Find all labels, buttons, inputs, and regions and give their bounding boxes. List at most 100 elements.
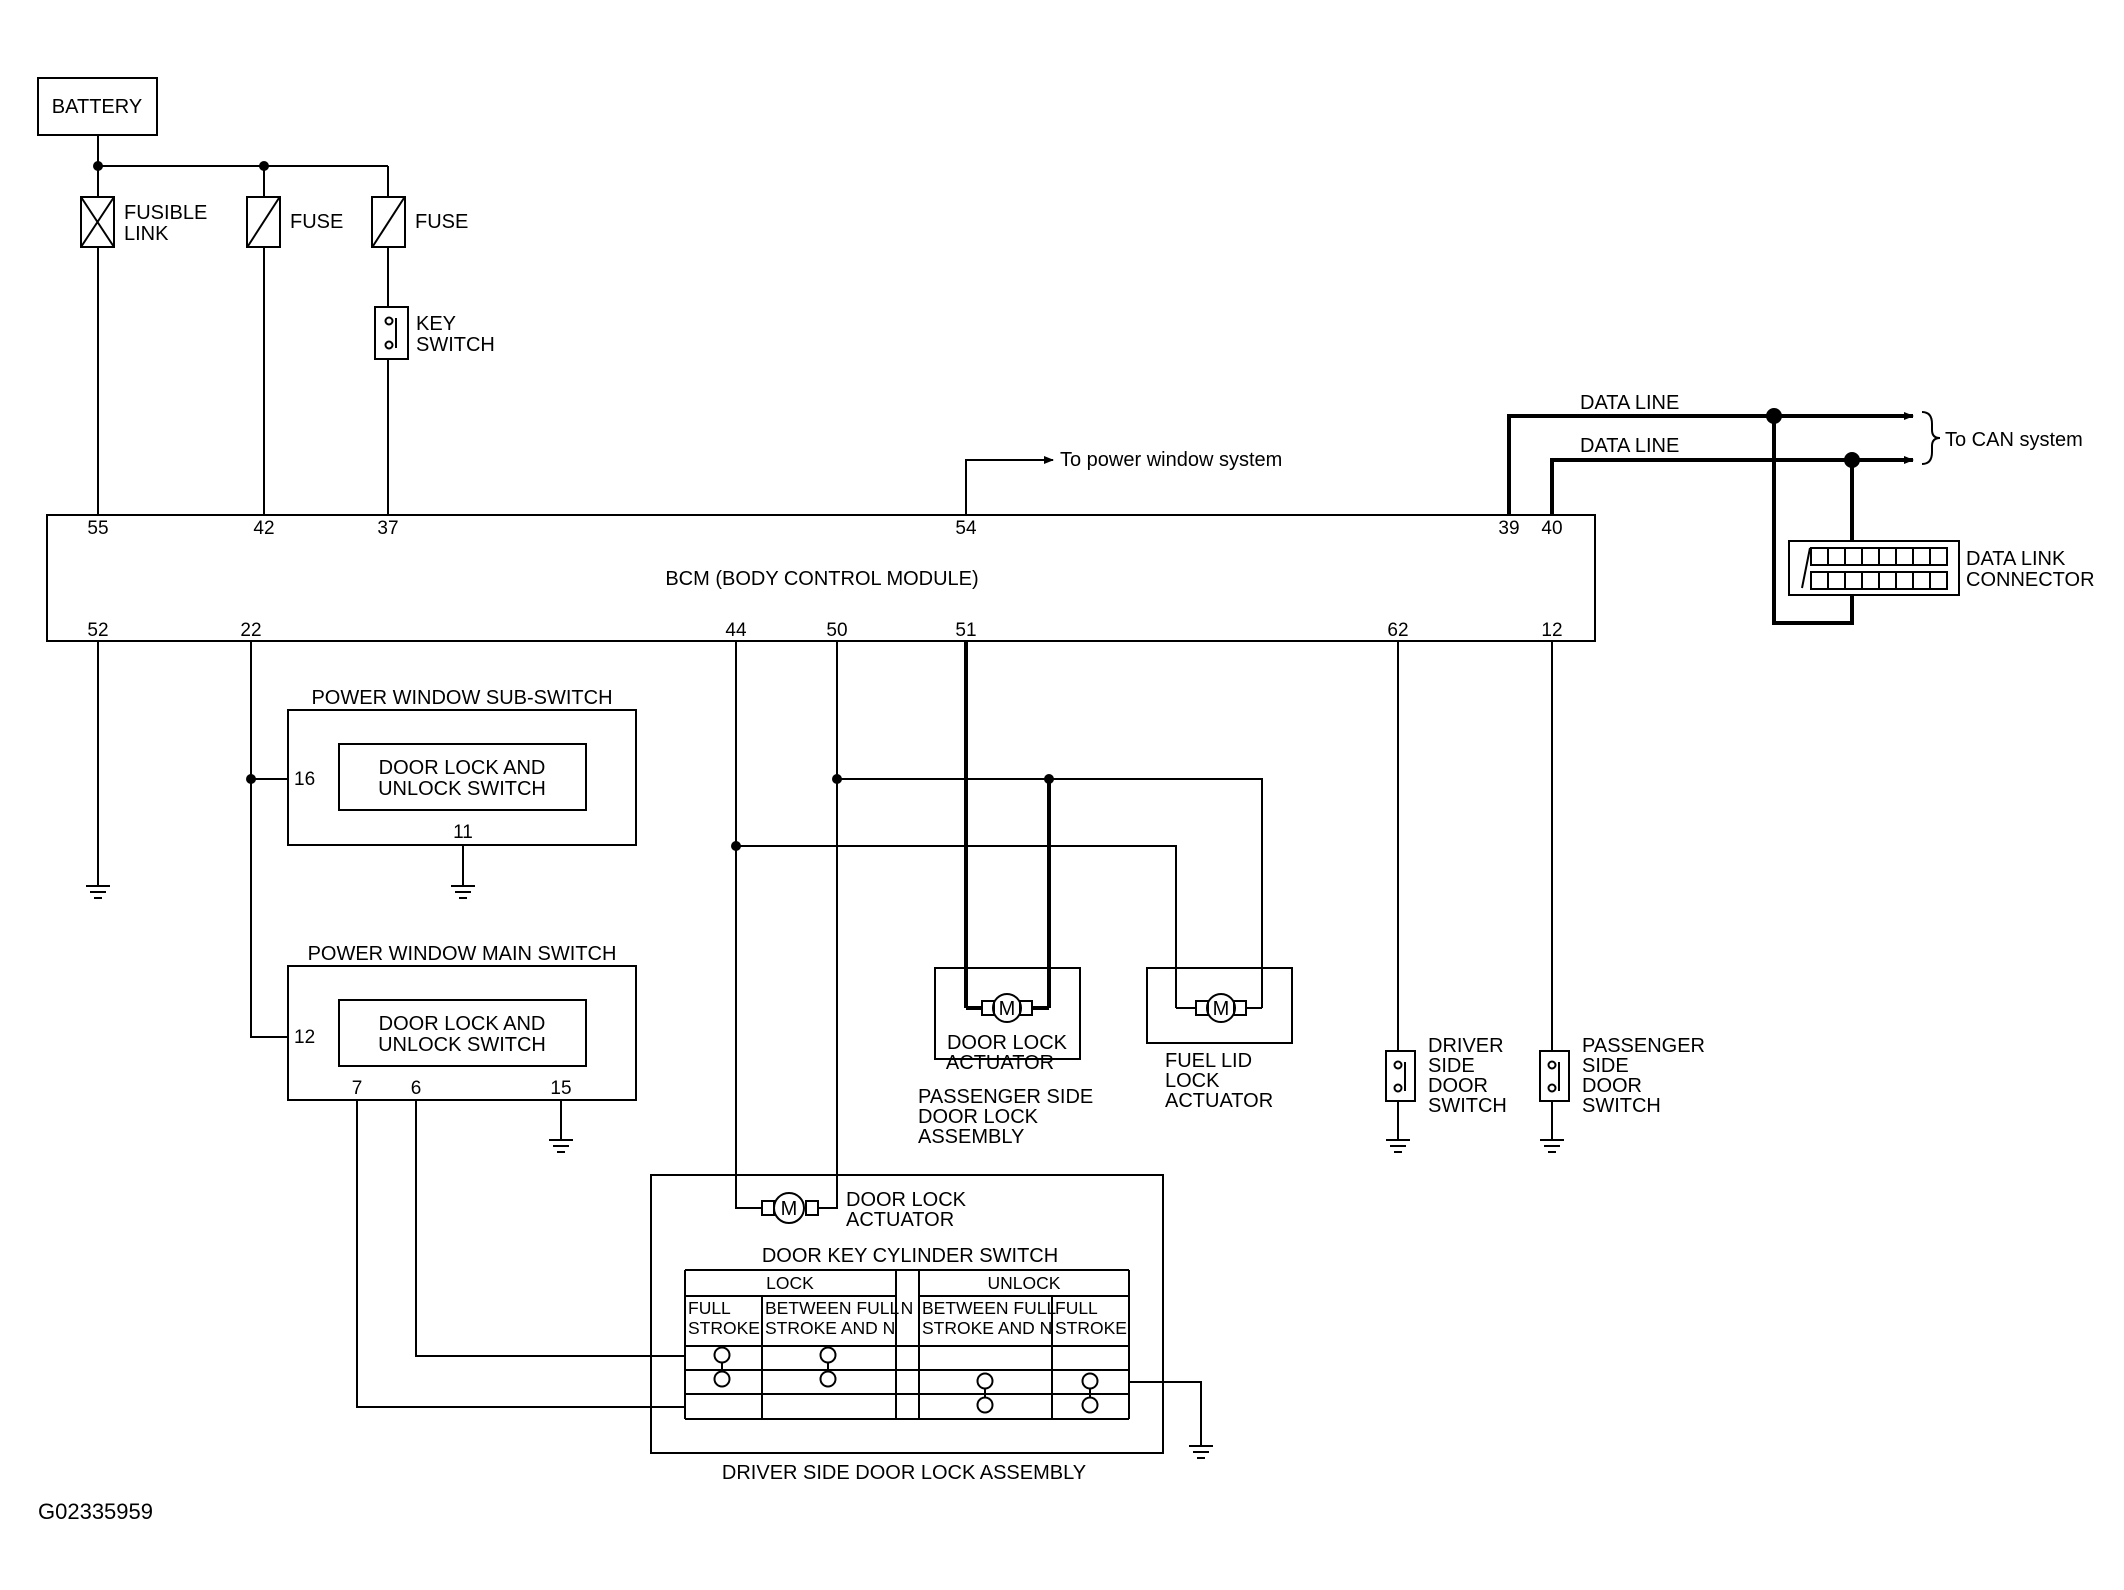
ground-symbol bbox=[86, 885, 110, 899]
fusible-link-label-1: FUSIBLE bbox=[124, 202, 207, 224]
bcm-pin-39: 39 bbox=[1498, 518, 1519, 539]
passenger-door-switch-label-4: SWITCH bbox=[1582, 1095, 1661, 1117]
dlc-label-1: DATA LINK bbox=[1966, 548, 2066, 570]
sub-switch-pin-11: 11 bbox=[453, 822, 473, 843]
sub-switch-inner-2: UNLOCK SWITCH bbox=[378, 778, 546, 800]
ground-symbol bbox=[549, 1139, 573, 1153]
passenger-actuator-label-2: ACTUATOR bbox=[946, 1052, 1054, 1074]
main-switch-inner-1: DOOR LOCK AND bbox=[379, 1013, 546, 1035]
driver-door-switch-label-1: DRIVER bbox=[1428, 1035, 1504, 1057]
key-switch-label-1: KEY bbox=[416, 313, 456, 335]
fusible-link-label-2: LINK bbox=[124, 223, 169, 245]
ground-symbol bbox=[451, 885, 475, 899]
main-switch-pin-7: 7 bbox=[352, 1078, 363, 1099]
unlock-header: UNLOCK bbox=[988, 1273, 1061, 1293]
driver-assembly-title: DRIVER SIDE DOOR LOCK ASSEMBLY bbox=[722, 1462, 1086, 1484]
ground-symbol bbox=[1540, 1139, 1564, 1153]
driver-door-switch-label-4: SWITCH bbox=[1428, 1095, 1507, 1117]
col-4-line-1: FULL bbox=[1055, 1298, 1098, 1318]
driver-door-switch-label-3: DOOR bbox=[1428, 1075, 1488, 1097]
bcm-pin-54: 54 bbox=[955, 518, 977, 539]
motor-symbol: M bbox=[999, 998, 1016, 1020]
col-3-line-2: STROKE AND N bbox=[922, 1318, 1052, 1338]
key-switch: KEY SWITCH bbox=[374, 306, 495, 360]
passenger-door-lock-actuator: M DOOR LOCK ACTUATOR bbox=[934, 967, 1081, 1074]
sub-switch-pin-16: 16 bbox=[294, 769, 315, 790]
key-switch-label-2: SWITCH bbox=[416, 334, 495, 356]
passenger-assembly-label-2: DOOR LOCK bbox=[918, 1106, 1039, 1128]
col-1-line-2: STROKE bbox=[688, 1318, 760, 1338]
col-2-line-2: STROKE AND N bbox=[765, 1318, 895, 1338]
junction bbox=[93, 161, 103, 171]
main-switch-title: POWER WINDOW MAIN SWITCH bbox=[308, 943, 617, 965]
can-brace bbox=[1921, 411, 1941, 465]
lock-header: LOCK bbox=[766, 1273, 814, 1293]
data-line-2-label: DATA LINE bbox=[1580, 435, 1679, 457]
fuel-lid-label-2: LOCK bbox=[1165, 1070, 1220, 1092]
figure-code: G02335959 bbox=[38, 1499, 153, 1524]
supply-bus bbox=[97, 135, 389, 197]
bcm-pin-55: 55 bbox=[87, 518, 108, 539]
dlc-label-2: CONNECTOR bbox=[1966, 569, 2095, 591]
dlc-wire-1 bbox=[1772, 416, 1854, 625]
junction bbox=[832, 774, 842, 784]
junction bbox=[731, 841, 741, 851]
main-switch-pin-12: 12 bbox=[294, 1027, 315, 1048]
wire-main-7 bbox=[356, 1100, 685, 1408]
fuel-lid-label-3: ACTUATOR bbox=[1165, 1090, 1273, 1112]
driver-door-switch-label-2: SIDE bbox=[1428, 1055, 1475, 1077]
fusible-link: FUSIBLE LINK bbox=[80, 196, 207, 248]
bcm-pin-51: 51 bbox=[955, 620, 976, 641]
fuse-2-label: FUSE bbox=[415, 211, 468, 233]
bcm-pin-37: 37 bbox=[377, 518, 398, 539]
can-note: To CAN system bbox=[1945, 429, 2083, 451]
junction bbox=[259, 161, 269, 171]
col-3-line-1: BETWEEN FULL bbox=[922, 1298, 1056, 1318]
motor-symbol: M bbox=[781, 1198, 798, 1220]
bcm-pin-12: 12 bbox=[1541, 620, 1562, 641]
fuel-lid-lock-actuator: M bbox=[1146, 967, 1293, 1044]
key-cylinder-table: LOCK UNLOCK N FULL STROKE BETWEEN FULL S… bbox=[684, 1269, 1130, 1420]
passenger-door-switch-label-2: SIDE bbox=[1582, 1055, 1629, 1077]
bcm: BCM (BODY CONTROL MODULE) 55 42 37 54 39… bbox=[46, 514, 1596, 642]
fuse-2: FUSE bbox=[371, 196, 468, 248]
bcm-pin-40: 40 bbox=[1541, 518, 1562, 539]
bcm-pin-50: 50 bbox=[826, 620, 847, 641]
power-window-main-switch: POWER WINDOW MAIN SWITCH DOOR LOCK AND U… bbox=[287, 943, 637, 1101]
driver-side-door-lock-assembly: DRIVER SIDE DOOR LOCK ASSEMBLY M DOOR LO… bbox=[650, 1174, 1164, 1484]
n-header: N bbox=[901, 1298, 914, 1318]
fuse-1: FUSE bbox=[246, 196, 343, 248]
junction bbox=[246, 774, 256, 784]
driver-actuator-label-1: DOOR LOCK bbox=[846, 1189, 967, 1211]
wire-key-cylinder-ground bbox=[1129, 1381, 1202, 1446]
passenger-door-switch-label-1: PASSENGER bbox=[1582, 1035, 1705, 1057]
bcm-pin-62: 62 bbox=[1387, 620, 1408, 641]
passenger-side-door-switch: PASSENGER SIDE DOOR SWITCH bbox=[1539, 1035, 1705, 1117]
passenger-actuator-label-1: DOOR LOCK bbox=[947, 1032, 1068, 1054]
main-switch-pin-15: 15 bbox=[550, 1078, 571, 1099]
wire-44 bbox=[735, 641, 1177, 1209]
col-1-line-1: FULL bbox=[688, 1298, 731, 1318]
main-switch-pin-6: 6 bbox=[411, 1078, 422, 1099]
battery-label: BATTERY bbox=[52, 96, 142, 118]
wire-main-6 bbox=[415, 1100, 685, 1357]
col-4-line-2: STROKE bbox=[1055, 1318, 1127, 1338]
fuel-lid-label-1: FUEL LID bbox=[1165, 1050, 1252, 1072]
battery: BATTERY bbox=[37, 77, 158, 136]
ground-symbol bbox=[1189, 1445, 1213, 1459]
data-line-1-label: DATA LINE bbox=[1580, 392, 1679, 414]
wire-50 bbox=[818, 641, 1263, 1209]
power-window-sub-switch: POWER WINDOW SUB-SWITCH DOOR LOCK AND UN… bbox=[287, 687, 637, 846]
bcm-pin-44: 44 bbox=[725, 620, 747, 641]
bcm-pin-42: 42 bbox=[253, 518, 274, 539]
wire-54 bbox=[965, 456, 1054, 515]
bcm-pin-52: 52 bbox=[87, 620, 108, 641]
bcm-pin-22: 22 bbox=[240, 620, 261, 641]
data-line-2-wire bbox=[1550, 456, 1914, 515]
sub-switch-title: POWER WINDOW SUB-SWITCH bbox=[311, 687, 612, 709]
passenger-assembly-label-3: ASSEMBLY bbox=[918, 1126, 1024, 1148]
col-2-line-1: BETWEEN FULL bbox=[765, 1298, 899, 1318]
bcm-title: BCM (BODY CONTROL MODULE) bbox=[665, 568, 978, 590]
fuse-1-label: FUSE bbox=[290, 211, 343, 233]
